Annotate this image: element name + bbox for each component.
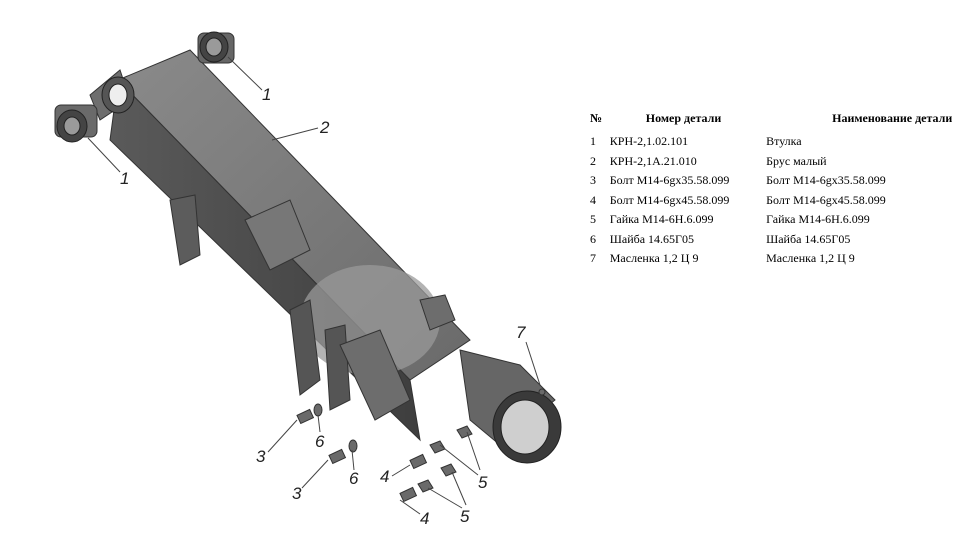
bushing-top (197, 31, 235, 64)
cell-part-name: Масленка 1,2 Ц 9 (766, 251, 855, 266)
header-part-name: Наименование детали (832, 110, 953, 125)
callout-4-lower: 4 (420, 509, 429, 528)
assembly-drawing: 1 1 2 3 3 6 6 4 4 5 5 7 (54, 31, 562, 528)
cell-part-number: Гайка М14-6Н.6.099 (609, 212, 714, 227)
table-row: 4 Болт М14-6gх45.58.099 Болт М14-6gх45.58.… (590, 191, 973, 211)
callout-7: 7 (516, 323, 526, 342)
table-header-row: № Номер детали Наименование детали (590, 110, 973, 132)
cell-part-number: КРН-2,1А.21.010 (609, 153, 697, 168)
callout-3-lower: 3 (292, 484, 302, 503)
callout-6-lower: 6 (349, 469, 359, 488)
cell-part-number: Болт М14-6gх45.58.099 (609, 192, 730, 207)
cell-part-name: Шайба 14.65Г05 (766, 231, 851, 246)
cell-num: 3 (590, 173, 596, 188)
cell-num: 7 (590, 251, 596, 266)
callout-1-top: 1 (262, 85, 271, 104)
table-row: 5 Гайка М14-6Н.6.099 Гайка М14-6Н.6.099 (590, 210, 973, 230)
leader-lines (87, 56, 541, 515)
cell-part-name: Болт М14-6gх45.58.099 (766, 192, 886, 207)
callout-3-upper: 3 (256, 447, 266, 466)
cell-part-number: Масленка 1,2 Ц 9 (609, 251, 699, 266)
bushing-left (54, 104, 98, 143)
table-row: 7 Масленка 1,2 Ц 9 Масленка 1,2 Ц 9 (590, 249, 973, 269)
callout-4-upper: 4 (380, 467, 389, 486)
cell-part-name: Гайка М14-6Н.6.099 (766, 212, 870, 227)
fasteners (296, 388, 546, 503)
cell-num: 5 (590, 212, 596, 227)
cell-num: 2 (590, 153, 596, 168)
cell-part-name: Болт М14-6gх35.58.099 (766, 173, 886, 188)
table-row: 6 Шайба 14.65Г05 Шайба 14.65Г05 (590, 230, 973, 250)
header-part-number: Номер детали (645, 110, 722, 125)
cell-part-number: КРН-2,1.02.101 (609, 134, 689, 149)
table-row: 1 КРН-2,1.02.101 Втулка (590, 132, 973, 152)
callout-1-left: 1 (120, 169, 129, 188)
callout-5-upper: 5 (478, 473, 488, 492)
cell-part-number: Шайба 14.65Г05 (609, 231, 694, 246)
callout-6-upper: 6 (315, 432, 325, 451)
cell-num: 6 (590, 231, 596, 246)
cell-part-name: Брус малый (766, 153, 827, 168)
cell-num: 4 (590, 192, 596, 207)
callout-5-lower: 5 (460, 507, 470, 526)
cell-part-number: Болт М14-6gх35.58.099 (609, 173, 730, 188)
cell-num: 1 (590, 134, 596, 149)
beam (89, 49, 562, 464)
table-row: 2 КРН-2,1А.21.010 Брус малый (590, 152, 973, 172)
callout-2: 2 (319, 118, 330, 137)
table-row: 3 Болт М14-6gх35.58.099 Болт М14-6gх35.58.… (590, 171, 973, 191)
header-num: № (590, 110, 603, 125)
cell-part-name: Втулка (766, 134, 802, 149)
